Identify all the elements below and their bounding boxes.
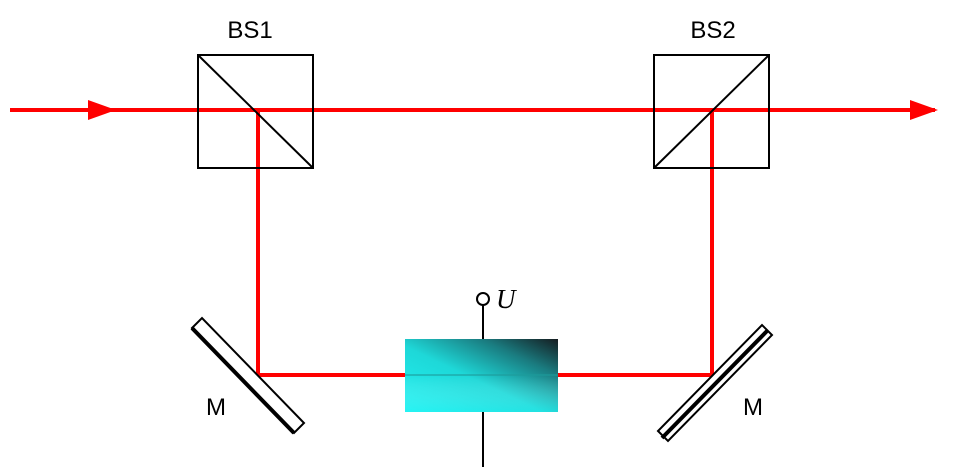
laser-beam [10, 108, 935, 377]
mirror-left-label: M [206, 394, 226, 421]
beam-splitter-1-label: BS1 [227, 17, 272, 44]
mirror-right [656, 323, 774, 443]
beam-splitter-2 [653, 54, 770, 169]
electro-optic-modulator [405, 292, 558, 467]
voltage-label: U [496, 284, 517, 314]
mirror-left [190, 316, 306, 435]
voltage-terminal [476, 292, 490, 306]
beam-output-arrow [910, 100, 938, 120]
beam-splitter-2-label: BS2 [690, 17, 735, 44]
beam-input-arrow [88, 100, 116, 120]
beam-splitter-1 [197, 54, 314, 169]
mirror-right-label: M [743, 394, 763, 421]
